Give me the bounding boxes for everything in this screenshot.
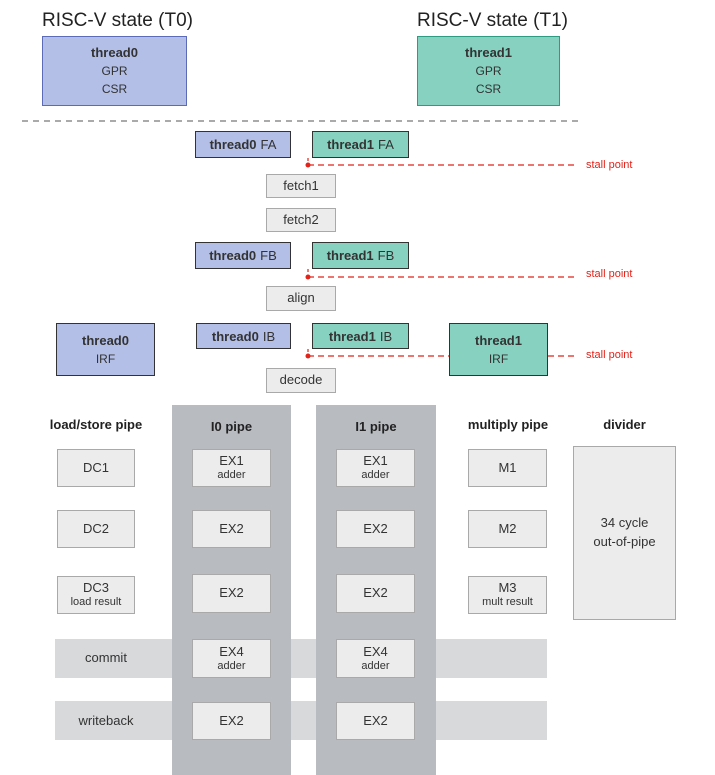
i1-ex2-label: EX2 <box>363 520 388 536</box>
dc1-label: DC1 <box>82 459 109 475</box>
thread0-ib-suffix: IB <box>262 328 276 344</box>
i1-ex1-stage: EX1 adder <box>336 449 415 487</box>
irf-t1: thread1 IRF <box>449 323 548 376</box>
irf-t1-name: thread1 <box>475 333 522 348</box>
i0-ex1-sub: adder <box>217 469 246 482</box>
thread0-ib-name: thread0 <box>211 328 259 344</box>
dc2-stage: DC2 <box>57 510 135 548</box>
i0-ex1-stage: EX1 adder <box>192 449 271 487</box>
i1-ex3-stage: EX2 <box>336 574 415 613</box>
writeback-label: writeback <box>78 713 134 728</box>
i1-ex4-sub: adder <box>361 659 390 672</box>
i0-ex3-label: EX2 <box>219 585 244 601</box>
stall-dot-fb <box>305 274 311 280</box>
dc1-stage: DC1 <box>57 449 135 487</box>
i0-ex5-stage: EX2 <box>192 702 271 740</box>
stall-dot-ib <box>305 353 311 359</box>
m3-stage: M3 mult result <box>468 576 547 614</box>
divider-line1: 34 cycle <box>600 515 649 531</box>
state-box-t1: thread1 GPR CSR <box>417 36 560 106</box>
stall-label-fa: stall point <box>586 159 633 171</box>
i1-ex5-stage: EX2 <box>336 702 415 740</box>
i1-ex4-stage: EX4 adder <box>336 639 415 678</box>
load-store-pipe-header: load/store pipe <box>49 417 143 432</box>
i0-ex2-label: EX2 <box>219 520 244 536</box>
writeback-band <box>55 701 547 740</box>
i1-ex2-stage: EX2 <box>336 510 415 548</box>
thread1-fa-suffix: FA <box>378 137 394 152</box>
m1-label: M1 <box>498 459 517 475</box>
irf-t0: thread0 IRF <box>56 323 155 376</box>
i0-ex2-stage: EX2 <box>192 510 271 548</box>
m2-label: M2 <box>498 520 517 536</box>
fetch1-stage: fetch1 <box>266 174 336 198</box>
title-t0: RISC-V state (T0) <box>42 10 193 31</box>
thread1-ib-name: thread1 <box>328 328 376 344</box>
multiply-pipe-header: multiply pipe <box>467 417 549 432</box>
stall-label-ib: stall point <box>586 349 633 361</box>
stall-dot-fa <box>305 162 311 168</box>
state-t1-csr: CSR <box>475 82 502 96</box>
i0-ex5-label: EX2 <box>219 712 244 728</box>
i0-ex3-stage: EX2 <box>192 574 271 613</box>
align-stage: align <box>266 286 336 311</box>
i1-ex1-sub: adder <box>361 469 390 482</box>
thread0-fa-name: thread0 <box>209 137 257 152</box>
dc2-label: DC2 <box>82 520 109 536</box>
divider-line2: out-of-pipe <box>593 534 656 549</box>
i0-pipe-header: I0 pipe <box>210 419 253 434</box>
i1-ex3-label: EX2 <box>363 585 388 601</box>
i0-ex4-label: EX4 <box>219 643 244 659</box>
i1-ex5-label: EX2 <box>363 712 388 728</box>
state-t1-name: thread1 <box>465 45 512 60</box>
thread0-fb-suffix: FB <box>260 248 277 263</box>
i0-ex4-sub: adder <box>217 659 246 672</box>
irf-t1-label: IRF <box>488 352 509 366</box>
dc3-sub: load result <box>70 596 122 609</box>
commit-band <box>55 639 547 678</box>
i0-ex4-stage: EX4 adder <box>192 639 271 678</box>
state-t0-gpr: GPR <box>101 64 128 78</box>
fetch2-stage: fetch2 <box>266 208 336 232</box>
thread1-fb-suffix: FB <box>377 248 395 263</box>
m2-stage: M2 <box>468 510 547 548</box>
i0-ex1-label: EX1 <box>219 453 244 469</box>
commit-label: commit <box>85 650 127 665</box>
dc3-label: DC3 <box>82 580 109 596</box>
i1-ex1-label: EX1 <box>363 453 388 469</box>
divider-header: divider <box>603 417 646 432</box>
m3-sub: mult result <box>482 596 533 609</box>
decode-stage: decode <box>266 368 336 393</box>
m1-stage: M1 <box>468 449 547 487</box>
state-box-t0: thread0 GPR CSR <box>42 36 187 106</box>
divider-unit: 34 cycle out-of-pipe <box>573 446 676 620</box>
stall-label-fb: stall point <box>586 268 633 280</box>
i1-pipe-header: I1 pipe <box>355 419 397 434</box>
thread1-fb-name: thread1 <box>326 248 374 263</box>
thread1-fa-name: thread1 <box>327 137 375 152</box>
thread0-fb-name: thread0 <box>209 248 257 263</box>
title-t1: RISC-V state (T1) <box>417 10 568 31</box>
dc3-stage: DC3 load result <box>57 576 135 614</box>
i1-ex4-label: EX4 <box>363 643 388 659</box>
state-t0-csr: CSR <box>101 82 128 96</box>
thread1-ib-suffix: IB <box>379 328 393 344</box>
m3-label: M3 <box>498 580 517 596</box>
state-t1-gpr: GPR <box>475 64 502 78</box>
irf-t0-label: IRF <box>95 352 116 366</box>
irf-t0-name: thread0 <box>82 333 129 348</box>
state-t0-name: thread0 <box>91 45 138 60</box>
thread0-fa-suffix: FA <box>260 137 277 152</box>
